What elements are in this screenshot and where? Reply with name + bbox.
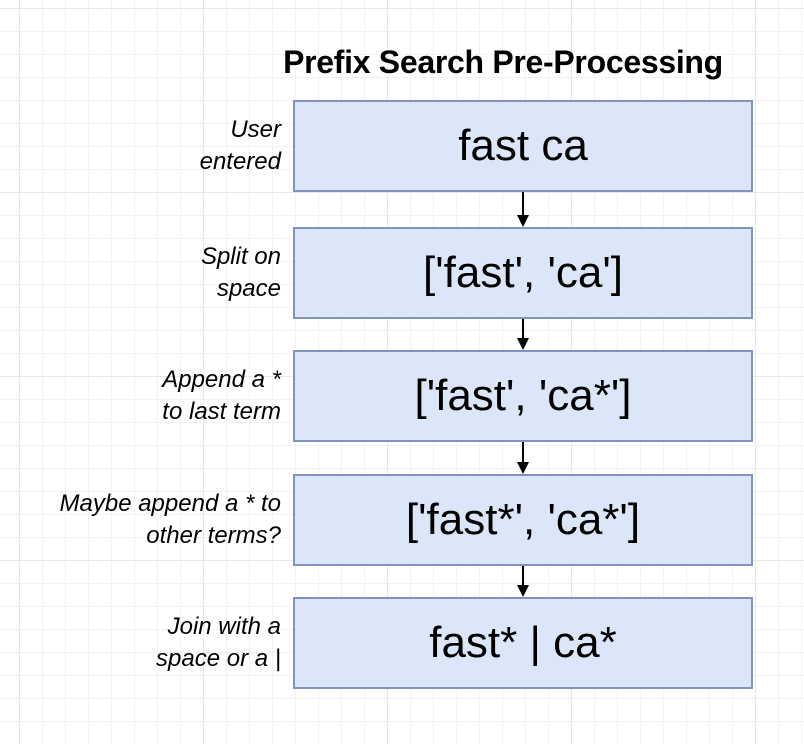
flow-box-join: fast* | ca* (293, 597, 753, 689)
step-label-user-entered: User entered (0, 114, 281, 178)
flow-box-append-star-last: ['fast', 'ca*'] (293, 350, 753, 442)
step-label-split-on-space: Split on space (0, 241, 281, 305)
diagram-title: Prefix Search Pre-Processing (283, 44, 723, 80)
down-arrow-icon (515, 442, 531, 474)
step-label-append-star-last: Append a * to last term (0, 364, 281, 428)
flow-box-user-entered: fast ca (293, 100, 753, 192)
step-label-line: Split on (200, 243, 281, 270)
step-label-line: space or a | (156, 645, 281, 672)
step-label-join: Join with a space or a | (0, 611, 281, 675)
step-label-line: to last term (162, 398, 281, 425)
flow-box-text: ['fast', 'ca*'] (414, 371, 632, 420)
step-label-line: entered (199, 148, 281, 175)
down-arrow-icon (515, 319, 531, 350)
step-label-line: space (216, 275, 281, 302)
flow-box-text: fast ca (458, 121, 588, 170)
down-arrow-icon (515, 566, 531, 597)
step-label-line: Join with a (167, 613, 281, 640)
flow-box-text: fast* | ca* (429, 618, 617, 667)
step-label-line: Maybe append a * to (59, 490, 282, 517)
flow-box-maybe-append-star: ['fast*', 'ca*'] (293, 474, 753, 566)
down-arrow-icon (515, 192, 531, 227)
step-label-line: User (230, 116, 281, 143)
flow-box-split-on-space: ['fast', 'ca'] (293, 227, 753, 319)
flow-box-text: ['fast', 'ca'] (423, 248, 623, 297)
flow-box-text: ['fast*', 'ca*'] (405, 495, 641, 544)
step-label-line: Append a * (162, 366, 281, 393)
step-label-maybe-append-star: Maybe append a * to other terms? (0, 488, 282, 552)
step-label-line: other terms? (146, 522, 281, 549)
